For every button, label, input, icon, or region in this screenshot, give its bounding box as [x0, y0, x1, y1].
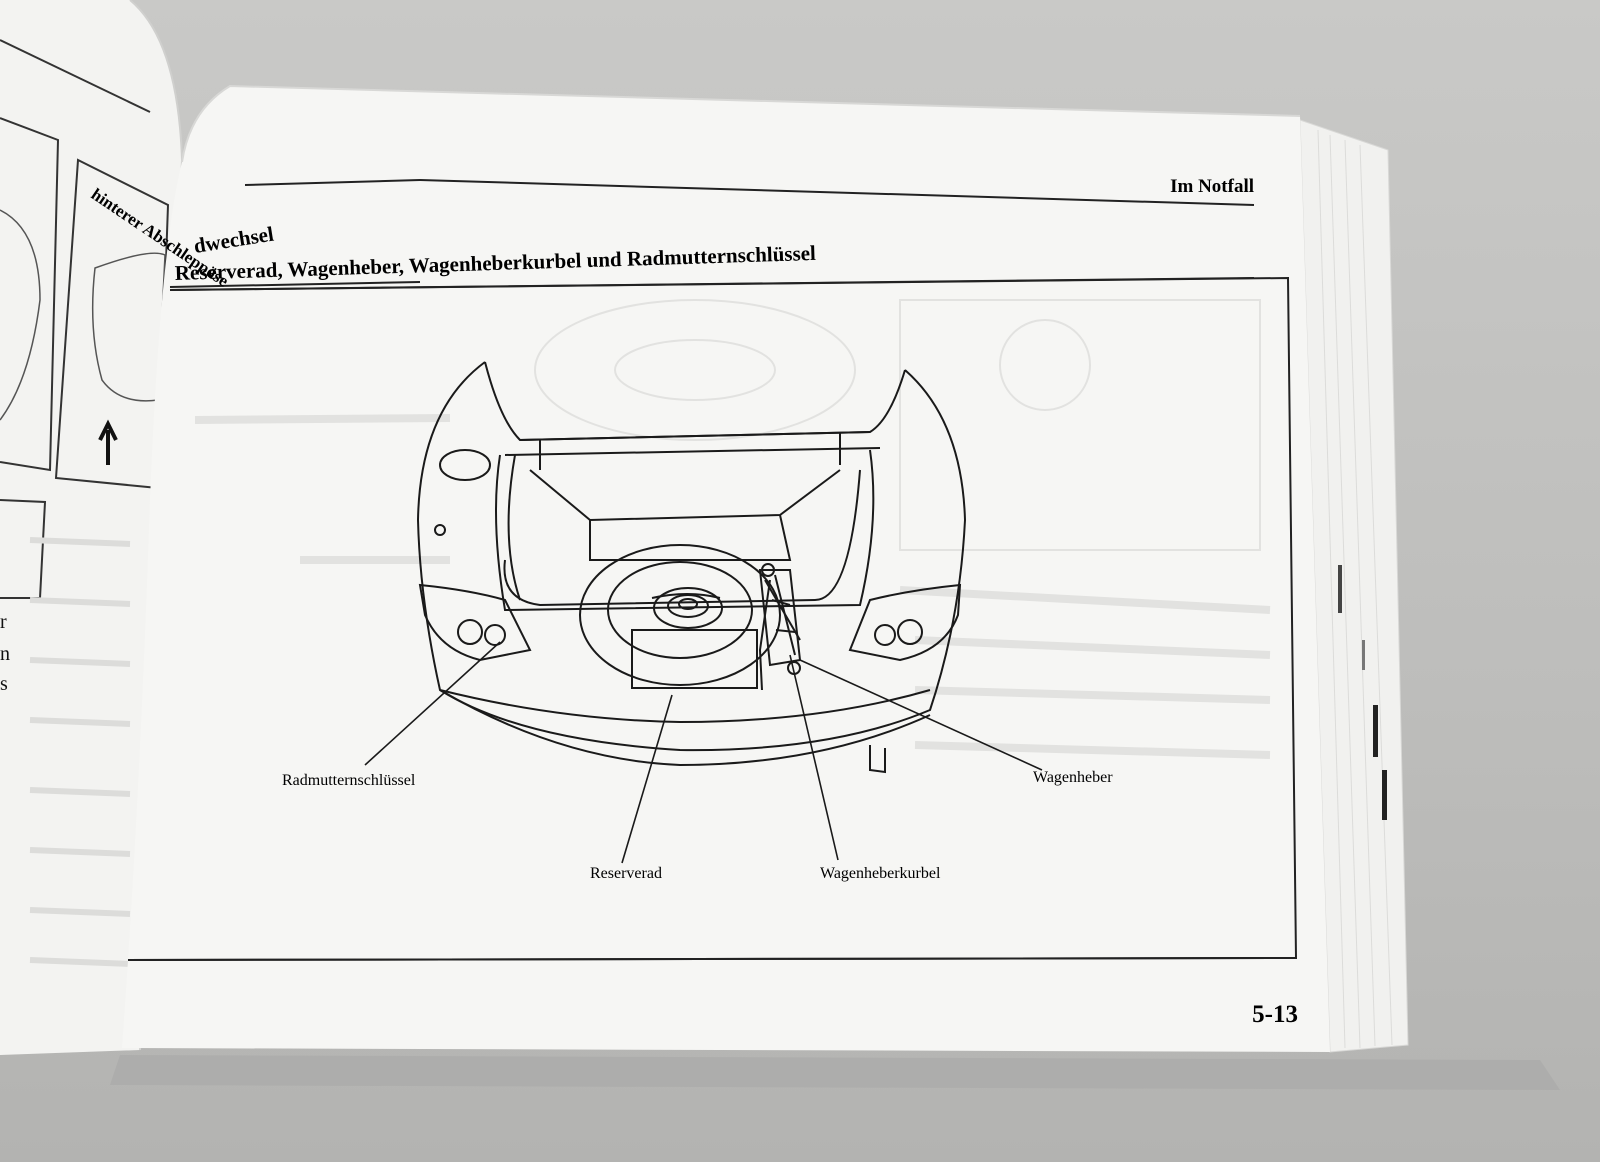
leader-line	[789, 654, 839, 861]
header-rule-left	[0, 39, 151, 113]
header-rule	[419, 179, 1255, 206]
thumb-tab-mark	[1373, 705, 1378, 757]
leader-line	[621, 694, 673, 864]
page-number: 5-13	[1252, 1001, 1298, 1028]
svg-text:n: n	[0, 643, 10, 665]
thumb-tab-mark	[1362, 640, 1365, 670]
arrow-up-icon	[98, 419, 118, 465]
right-page	[122, 84, 1330, 1052]
svg-text:r: r	[0, 611, 7, 633]
left-page: r n s	[0, 0, 184, 1055]
page-edges	[1299, 119, 1409, 1053]
bleed-through	[194, 299, 1271, 759]
label-wagenheberkurbel: Wagenheberkurbel	[820, 865, 941, 882]
section-header: Im Notfall	[1170, 176, 1254, 197]
thumb-tab-mark	[1382, 770, 1387, 820]
leader-line	[799, 659, 1043, 771]
label-radmutternschluessel: Radmutternschlüssel	[282, 772, 416, 789]
leader-line	[364, 641, 501, 766]
trunk-illustration	[364, 361, 1043, 864]
label-reserverad: Reserverad	[590, 865, 662, 882]
bottom-rule	[127, 957, 1297, 961]
thumb-tab-mark	[1338, 565, 1342, 613]
book-shadow	[110, 1055, 1560, 1090]
svg-text:s: s	[0, 673, 8, 695]
label-wagenheber: Wagenheber	[1033, 769, 1113, 786]
